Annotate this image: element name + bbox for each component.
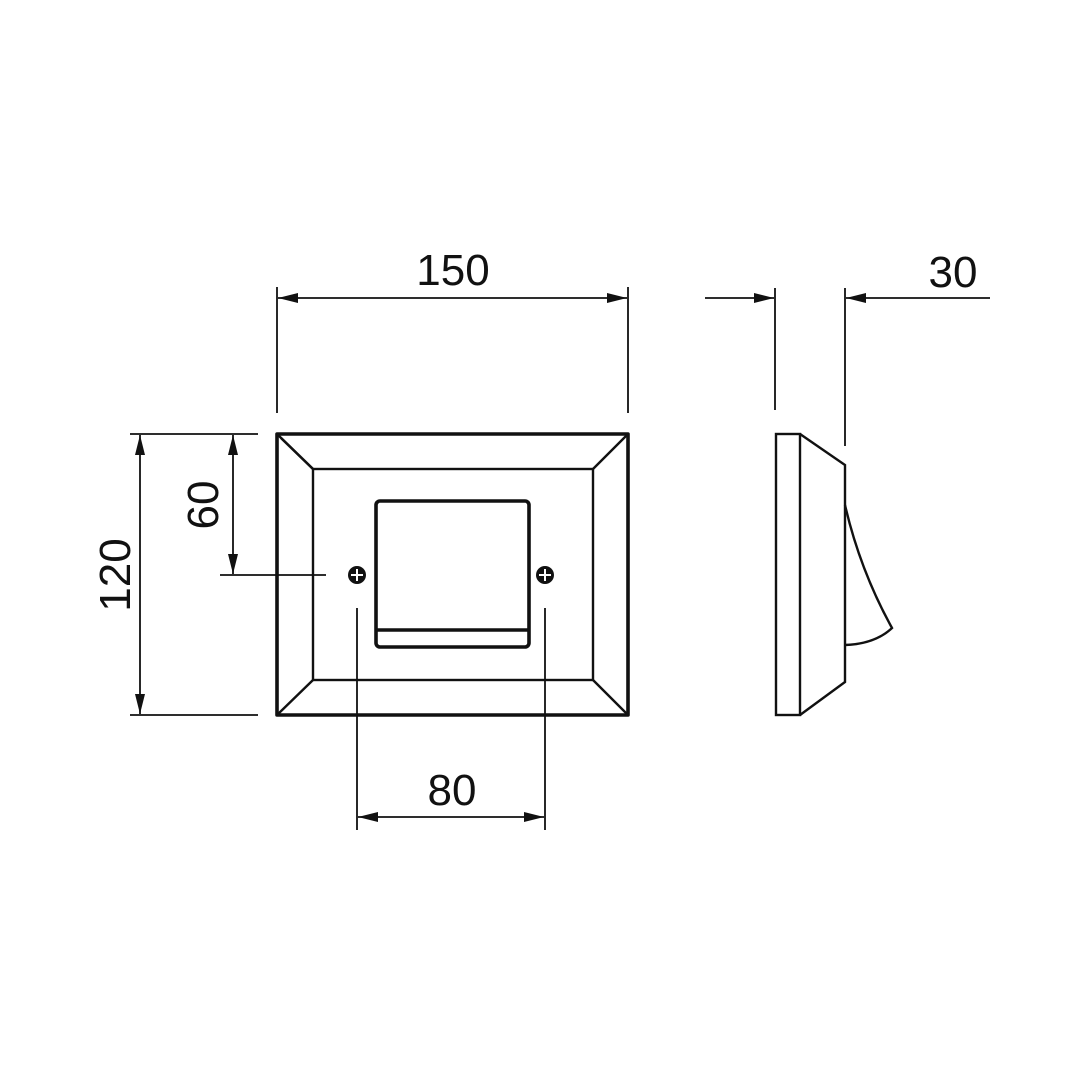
front-view — [275, 432, 630, 717]
switch-rocker — [374, 499, 531, 649]
screw-icon-left — [348, 566, 366, 584]
screw-offset-dimension: 60 — [179, 435, 326, 576]
width-dimension: 150 — [276, 246, 629, 413]
side-view — [774, 432, 894, 717]
depth-dimension: 30 — [705, 248, 990, 446]
side-body — [799, 433, 847, 716]
screw-spacing-label: 80 — [428, 766, 477, 815]
bevel-corners — [276, 433, 629, 716]
height-dimension: 120 — [91, 433, 258, 716]
screw-offset-label: 60 — [179, 481, 228, 530]
width-label: 150 — [416, 246, 489, 295]
screw-spacing-dimension: 80 — [356, 608, 546, 830]
side-plate — [774, 432, 802, 717]
height-label: 120 — [91, 538, 140, 611]
side-rocker — [843, 504, 894, 647]
depth-label: 30 — [929, 248, 978, 297]
screw-icon-right — [536, 566, 554, 584]
outer-plate — [275, 432, 630, 717]
